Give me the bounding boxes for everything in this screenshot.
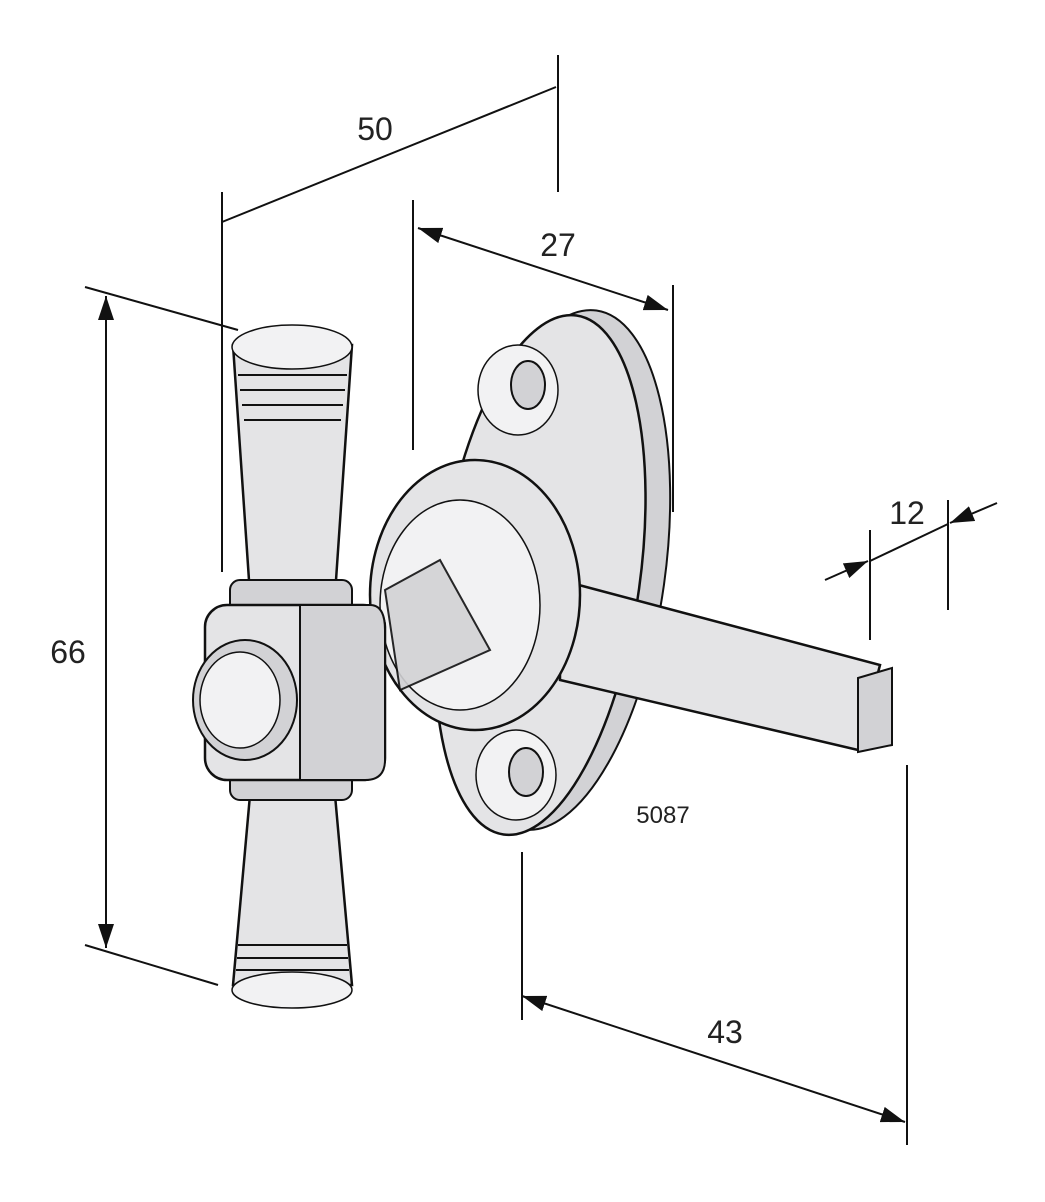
dimension-43: 43 bbox=[521, 765, 908, 1145]
dimension-label-27: 27 bbox=[540, 227, 576, 263]
dimension-50: 50 bbox=[221, 55, 559, 572]
product-code: 5087 bbox=[636, 802, 689, 829]
t-handle bbox=[192, 324, 387, 1009]
dimension-label-50: 50 bbox=[357, 111, 393, 147]
dimension-12: 12 bbox=[824, 495, 998, 640]
handle-knob bbox=[192, 639, 298, 761]
dimension-label-12: 12 bbox=[889, 495, 925, 531]
dimension-27: 27 bbox=[412, 200, 674, 512]
collar-ring bbox=[368, 458, 582, 732]
dimension-66: 66 bbox=[50, 286, 239, 986]
screw-hole-bottom bbox=[475, 729, 557, 821]
lever-bar bbox=[558, 578, 893, 754]
dimension-label-66: 66 bbox=[50, 634, 86, 670]
screw-hole-top bbox=[477, 344, 559, 436]
dimension-label-43: 43 bbox=[707, 1014, 743, 1050]
